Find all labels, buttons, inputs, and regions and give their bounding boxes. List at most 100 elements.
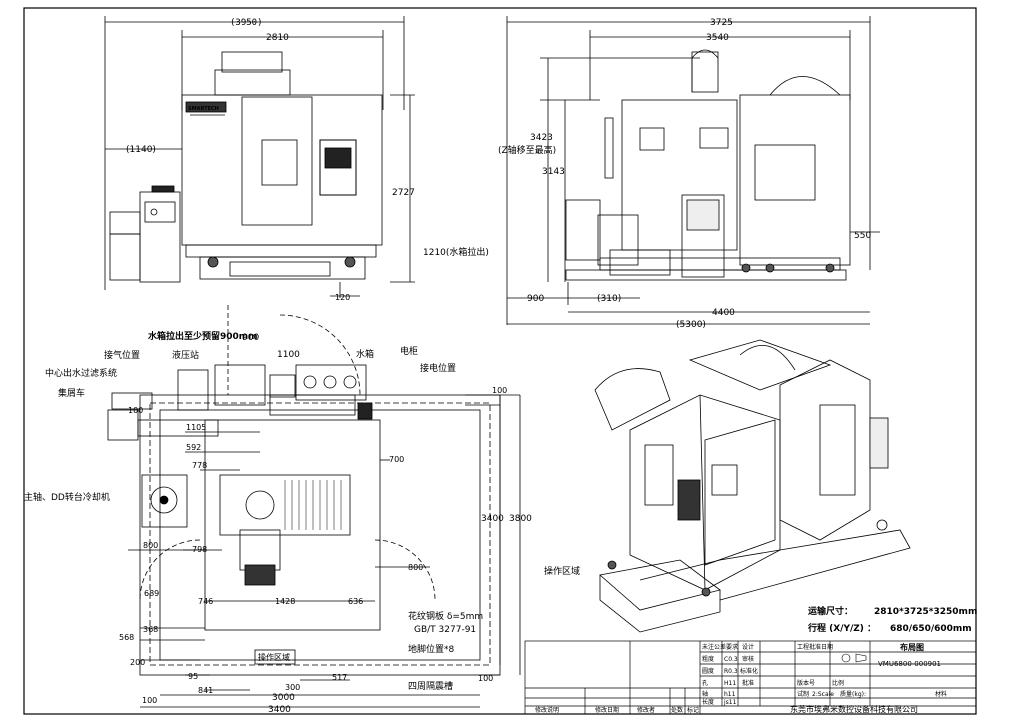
- label-plate-1: 花纹钢板 δ=5mm: [408, 610, 483, 622]
- shipping-value: 2810*3725*3250mm: [874, 607, 977, 617]
- tb-length-value: js11: [723, 699, 737, 706]
- dim-front-height: 2727: [392, 188, 415, 198]
- plan-dim-517: 517: [332, 673, 347, 682]
- sheet-border: [23, 7, 977, 715]
- tb-rev-note: 修改说明: [535, 706, 559, 714]
- projection-symbol-icon: [841, 653, 867, 663]
- plan-dim-568: 568: [119, 633, 134, 642]
- front-view: [104, 16, 415, 298]
- plan-dim-3400-v: 3400: [481, 514, 504, 524]
- tb-rev-count: 处数: [671, 706, 683, 714]
- label-power: 接电位置: [420, 362, 456, 374]
- label-hydraulic: 液压站: [172, 349, 199, 361]
- plan-dim-100-bl: 100: [142, 696, 157, 705]
- tb-rough2-value: R0.3: [724, 668, 738, 675]
- plan-dim-1100: 1100: [277, 350, 300, 360]
- plan-dim-900: 900: [242, 333, 259, 343]
- dim-side-zmax-note: (Z轴移至最高): [498, 144, 556, 156]
- plan-dim-3400-h: 3400: [268, 705, 291, 715]
- plan-view: [107, 305, 521, 708]
- dim-front-left: (1140): [126, 145, 156, 155]
- label-foot: 地脚位置*8: [408, 643, 455, 655]
- tb-eng-date: 工程批准日期: [797, 643, 833, 651]
- plan-dim-3000: 3000: [272, 693, 295, 703]
- plan-dim-100-tr: 100: [492, 386, 507, 395]
- plan-dim-592: 592: [186, 443, 201, 452]
- label-coolant-filter: 中心出水过滤系统: [45, 367, 117, 379]
- tb-standard: 标准化: [740, 667, 758, 675]
- plan-dim-778: 778: [192, 461, 207, 470]
- dim-front-bottom: 120: [335, 293, 350, 302]
- plan-dim-368: 368: [143, 625, 158, 634]
- plan-dim-3800-v: 3800: [509, 514, 532, 524]
- tb-company: 东莞市埃弗米数控设备科技有限公司: [790, 704, 918, 714]
- label-chiller: 主轴、DD转台冷却机: [24, 491, 110, 503]
- dim-side-900: 900: [527, 294, 544, 304]
- tb-drawing-title: 布局图: [899, 642, 924, 652]
- tb-rev-mark: 标记: [687, 706, 699, 714]
- plan-dim-1428: 1428: [275, 597, 295, 606]
- iso-operation-area: 操作区域: [544, 565, 580, 577]
- shipping-label: 运输尺寸：: [808, 605, 853, 617]
- dim-side-5300: (5300): [676, 320, 706, 330]
- dim-side-right: 550: [854, 231, 871, 241]
- plan-dim-200: 200: [130, 658, 145, 667]
- plan-note-tank: 水箱拉出至少预留900mm: [148, 330, 258, 342]
- label-operation: 操作区域: [258, 652, 290, 662]
- dim-side-body: 3540: [706, 33, 729, 43]
- plan-dim-798: 798: [192, 545, 207, 554]
- tb-rev-date: 修改日期: [595, 706, 619, 714]
- tb-hole-value: H11: [724, 680, 736, 687]
- tb-rough2-label: 圆度: [702, 667, 714, 675]
- plan-dim-841: 841: [198, 686, 213, 695]
- label-water-tank: 水箱: [356, 348, 374, 360]
- label-chip-cart: 集屑车: [58, 387, 85, 399]
- tb-length-label: 长度: [702, 698, 714, 706]
- dim-side-tank: 1210(水箱拉出): [423, 246, 489, 258]
- tb-unspec: 未注公差要求: [702, 643, 738, 651]
- tb-approve: 批准: [742, 679, 754, 687]
- title-block: [524, 640, 977, 715]
- side-view: [506, 16, 880, 325]
- tb-design: 设计: [742, 643, 754, 651]
- front-brand-logo: SMARTECH: [188, 106, 219, 112]
- plan-dim-700: 700: [389, 455, 404, 464]
- tb-rough1-value: C0.3: [724, 656, 738, 663]
- plan-dim-100-br: 100: [478, 674, 493, 683]
- tb-shaft-label: 轴: [702, 690, 708, 698]
- plan-dim-300: 300: [285, 683, 300, 692]
- plan-dim-636: 636: [348, 597, 363, 606]
- plan-dim-800-l: 800: [143, 541, 158, 550]
- label-plate-2: GB/T 3277-91: [414, 625, 476, 635]
- tb-scale-value: 2:Scale: [812, 691, 834, 698]
- tb-rough1-label: 粗度: [702, 655, 714, 663]
- plan-dim-689: 689: [144, 589, 159, 598]
- plan-dim-100-l: 100: [128, 406, 143, 415]
- dim-front-machine: 2810: [266, 33, 289, 43]
- plan-dim-800-r: 800: [408, 563, 423, 572]
- tb-version: 版本号: [797, 679, 815, 687]
- travel-value: 680/650/600mm: [890, 624, 972, 634]
- tb-shaft-value: h11: [724, 691, 736, 698]
- dim-side-zmax: 3423: [530, 133, 553, 143]
- dim-side-height: 3143: [542, 167, 565, 177]
- tb-rev-by: 修改者: [637, 706, 655, 714]
- dim-side-4400: 4400: [712, 308, 735, 318]
- dim-side-310: (310): [597, 294, 621, 304]
- tb-drawing-number: VMU6800-000901: [878, 660, 941, 668]
- title-block-text: 未注公差要求 粗度 C0.3 圆度 R0.3 孔 H11 轴 h11 长度 js…: [535, 643, 947, 714]
- plan-dim-95: 95: [188, 672, 198, 681]
- tb-weight: 质量(kg):: [840, 690, 866, 698]
- tb-review: 审核: [742, 655, 754, 663]
- label-trench: 四周隔震槽: [408, 680, 453, 692]
- dim-side-total: 3725: [710, 18, 733, 28]
- dim-front-total: (3950): [230, 18, 263, 28]
- iso-view: [594, 339, 911, 633]
- plan-dim-746: 746: [198, 597, 213, 606]
- plan-dim-1105: 1105: [186, 423, 206, 432]
- tb-scale: 比例: [832, 679, 844, 687]
- travel-label: 行程 (X/Y/Z) ：: [807, 622, 876, 634]
- label-air-inlet: 接气位置: [104, 349, 140, 361]
- label-cabinet: 电柜: [400, 345, 418, 357]
